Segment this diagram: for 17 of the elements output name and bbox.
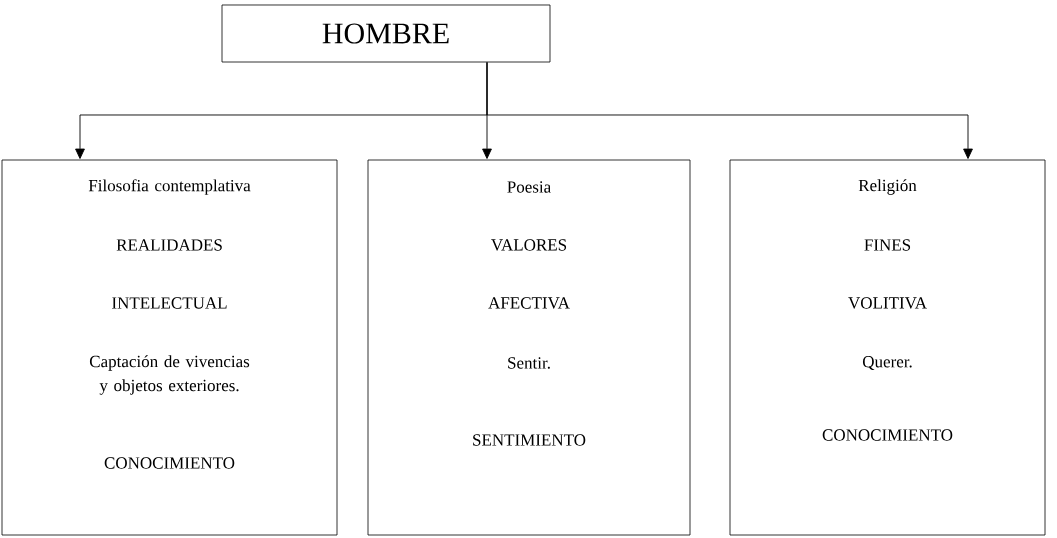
box-text: CONOCIMIENTO (104, 457, 235, 469)
title-box: HOMBRE (221, 4, 551, 63)
box-text: VOLITIVA (848, 297, 927, 309)
box-text: FINES (864, 239, 911, 251)
box-text: AFECTIVA (488, 297, 570, 309)
box-heading: Filosofia contemplativa (88, 179, 251, 195)
box-text: Captación de vivencias y objetos exteriores. (89, 355, 250, 395)
arrow (486, 61, 973, 159)
box-text: CONOCIMIENTO (822, 429, 953, 441)
box-heading: Poesia (507, 181, 551, 193)
box-text: SENTIMIENTO (473, 434, 586, 446)
box-text: INTELECTUAL (112, 297, 227, 309)
box-heading: Religión (858, 179, 917, 195)
box-text: Querer. (862, 356, 912, 370)
box-text: Sentir. (508, 357, 550, 369)
box-text: REALIDADES (116, 239, 222, 251)
box-text: VALORES (491, 239, 567, 251)
